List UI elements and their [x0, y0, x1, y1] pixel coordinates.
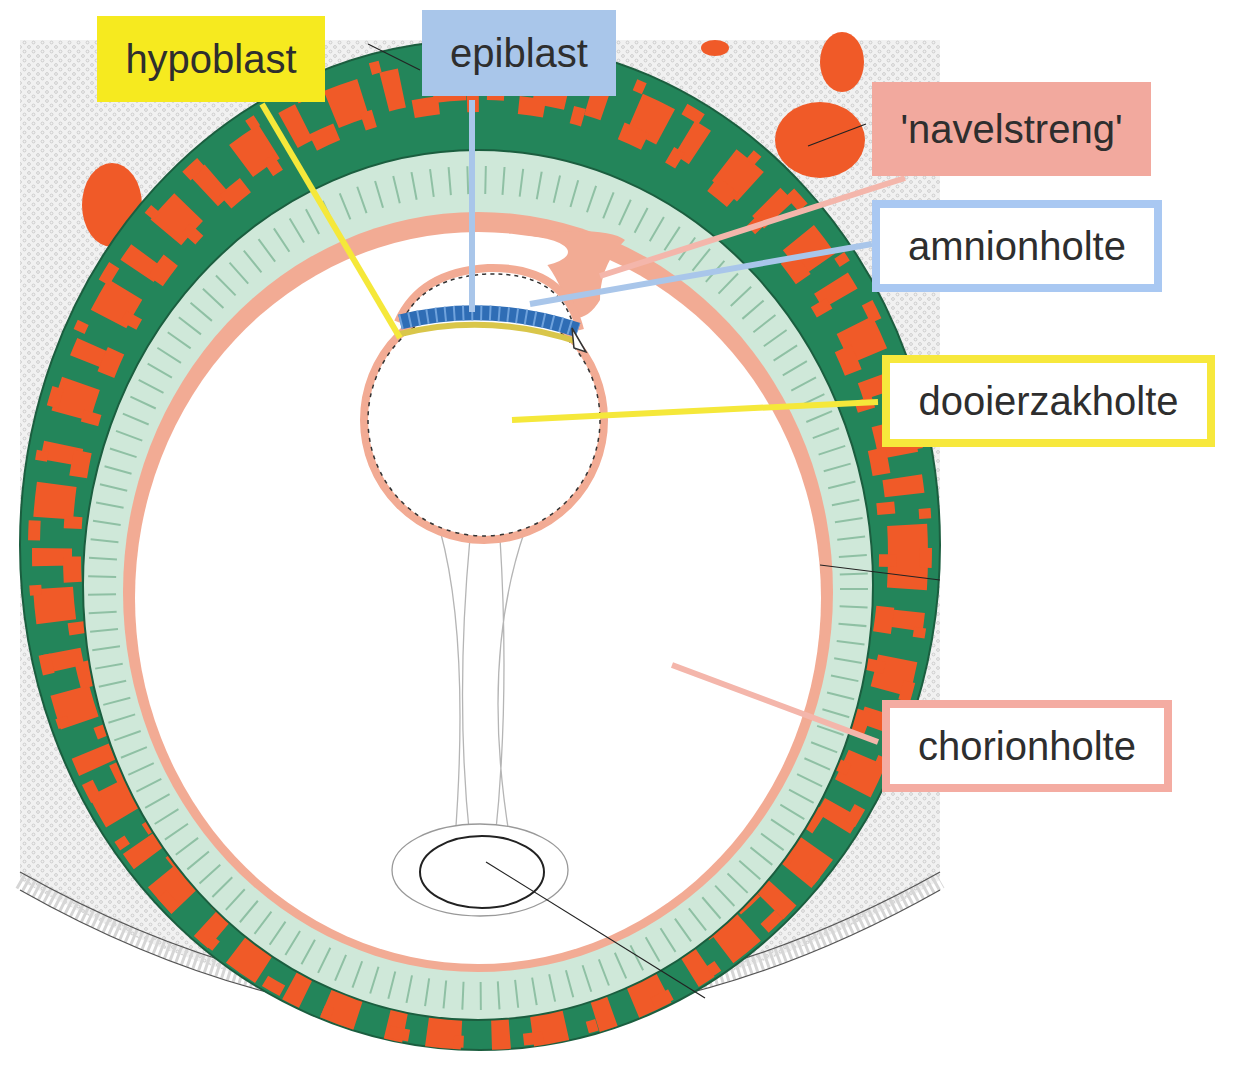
leader-line	[600, 178, 905, 276]
leader-line	[469, 100, 475, 312]
callout-label: amnionholte	[908, 226, 1126, 266]
leader-line	[368, 44, 420, 70]
extraembryonic-mesoderm	[123, 212, 833, 972]
callout-box: 'navelstreng'	[872, 82, 1151, 176]
stalk-cavity	[472, 236, 568, 268]
maternal-vessel	[775, 102, 865, 178]
cell-borders	[102, 180, 854, 996]
chorionic-cavity	[135, 232, 821, 964]
mesoderm-strands	[440, 530, 525, 840]
callout-label: hypoblast	[125, 39, 296, 79]
lacunae	[52, 80, 908, 1030]
maternal-vessel	[701, 40, 729, 56]
leader-line	[262, 104, 400, 338]
callout-label: epiblast	[450, 33, 588, 73]
callout-label: 'navelstreng'	[900, 109, 1122, 149]
cytotrophoblast	[83, 150, 873, 1020]
callout-box: chorionholte	[882, 700, 1172, 792]
hypoblast-layer	[400, 325, 578, 342]
maternal-vessel	[820, 32, 864, 92]
callout-label: dooierzakholte	[918, 381, 1178, 421]
callout-box: amnionholte	[872, 200, 1162, 292]
callout-box: dooierzakholte	[882, 355, 1215, 447]
leader-line	[672, 665, 878, 742]
lacunae	[34, 54, 926, 1042]
leader-line	[486, 862, 705, 998]
exocoelomic-cyst	[420, 836, 544, 908]
leader-line	[512, 402, 878, 420]
leader-line	[530, 244, 872, 304]
syncytiotrophoblast	[20, 40, 940, 1050]
strand-web	[392, 824, 568, 916]
leader-line	[820, 565, 940, 580]
cursor	[572, 328, 586, 352]
leader-line	[808, 124, 866, 146]
callout-label: chorionholte	[918, 726, 1136, 766]
callout-box: epiblast	[422, 10, 616, 96]
callout-box: hypoblast	[97, 16, 325, 102]
